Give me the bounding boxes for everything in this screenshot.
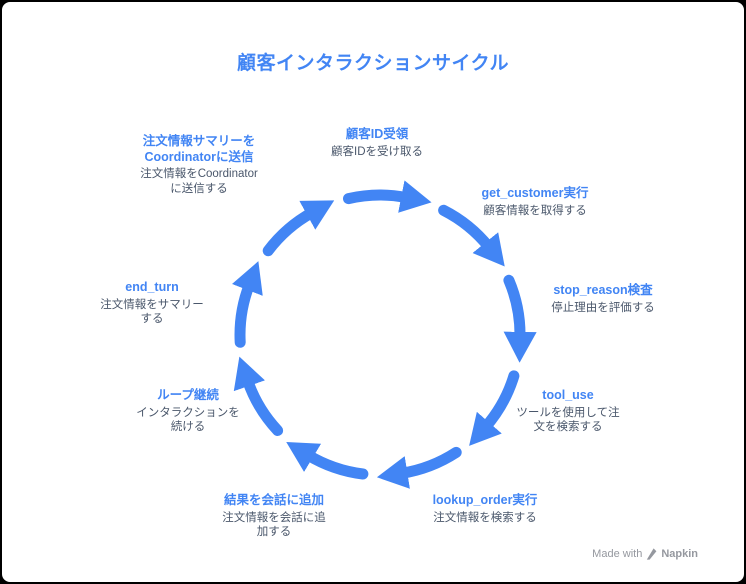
- cycle-arrow: [438, 204, 505, 267]
- step-description: ツールを使用して注文を検索する: [516, 406, 620, 433]
- step-description: 注文情報をCoordinatorに送信する: [140, 168, 258, 195]
- step-label: tool_use: [542, 387, 594, 402]
- step-description: 顧客情報を取得する: [483, 204, 587, 217]
- cycle-step-lookup-order: lookup_order実行 注文情報を検索する: [405, 493, 565, 525]
- step-description: インタラクションを続ける: [136, 406, 240, 433]
- cycle-arrow: [231, 261, 263, 348]
- napkin-watermark[interactable]: Made with Napkin: [592, 548, 698, 560]
- cycle-step-end-turn: end_turn 注文情報をサマリーする: [96, 280, 208, 326]
- cycle-step-receive-customer-id: 顧客ID受領 顧客IDを受け取る: [302, 127, 452, 159]
- cycle-step-tool-use: tool_use ツールを使用して注文を検索する: [512, 388, 624, 434]
- step-description: 注文情報を会話に追加する: [222, 511, 326, 538]
- step-label: 顧客ID受領: [345, 127, 409, 141]
- step-description: 停止理由を評価する: [551, 301, 655, 314]
- step-label: 結果を会話に追加: [223, 492, 324, 507]
- step-label: ループ継続: [157, 387, 219, 402]
- cycle-step-stop-reason: stop_reason検査 停止理由を評価する: [528, 283, 678, 315]
- cycle-arrow: [503, 274, 537, 363]
- cycle-step-send-summary: 注文情報サマリーをCoordinatorに送信 注文情報をCoordinator…: [138, 134, 260, 196]
- cycle-arrow: [233, 356, 284, 436]
- cycle-arrow: [286, 441, 369, 480]
- step-description: 注文情報をサマリーする: [100, 298, 204, 325]
- watermark-brand: Napkin: [661, 548, 698, 560]
- cycle-arrow: [376, 446, 462, 489]
- cycle-arrow: [343, 180, 432, 213]
- step-label: stop_reason検査: [553, 283, 653, 297]
- step-label: end_turn: [125, 279, 179, 294]
- cycle-arrow: [469, 370, 520, 446]
- diagram-title: 顧客インタラクションサイクル: [236, 53, 510, 74]
- cycle-step-get-customer: get_customer実行 顧客情報を取得する: [455, 186, 615, 218]
- cycle-step-loop-continue: ループ継続 インタラクションを続ける: [132, 388, 244, 434]
- step-description: 注文情報を検索する: [433, 511, 537, 524]
- cycle-step-add-result: 結果を会話に追加 注文情報を会話に追加する: [218, 493, 330, 539]
- step-description: 顧客IDを受け取る: [331, 145, 423, 158]
- step-label: 注文情報サマリーをCoordinatorに送信: [142, 134, 256, 164]
- step-label: get_customer実行: [481, 186, 589, 200]
- step-label: lookup_order実行: [432, 493, 538, 507]
- napkin-logo-icon: [646, 548, 657, 560]
- cycle-arrow: [262, 200, 335, 257]
- watermark-prefix: Made with: [592, 548, 643, 560]
